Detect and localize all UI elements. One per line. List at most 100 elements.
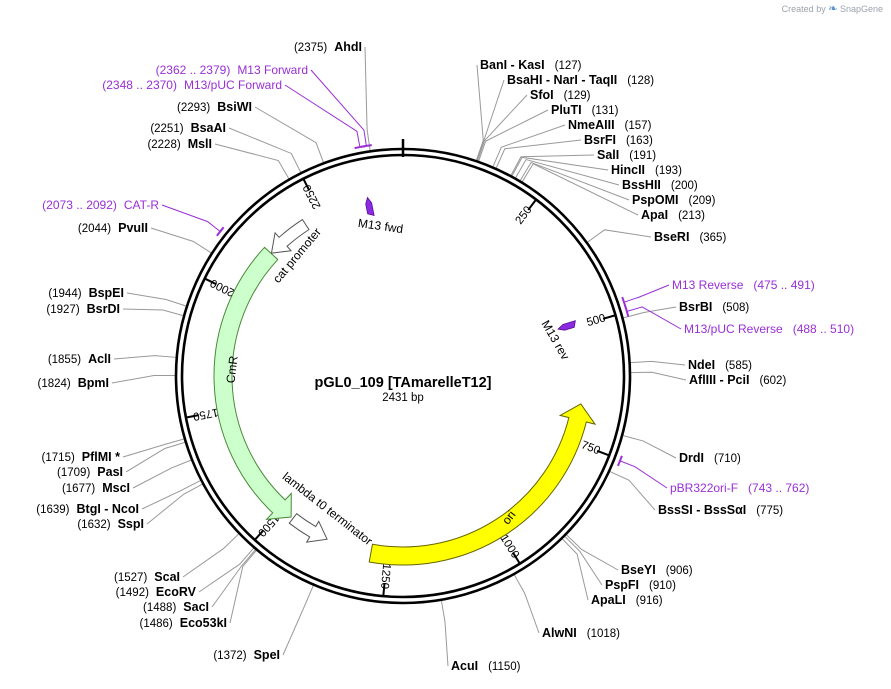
site-name: AclI (88, 352, 111, 366)
site-position: (129) (564, 90, 591, 102)
connector-line (214, 143, 290, 179)
connector-line (515, 158, 620, 186)
connector-line (111, 375, 176, 384)
site-position: (775) (756, 505, 783, 517)
site-name: BssHII (622, 178, 661, 192)
site-position: (1715) (42, 452, 75, 464)
primer-site-mark (624, 305, 630, 317)
ori-arrow (368, 403, 597, 566)
site-position: (2228) (147, 139, 180, 151)
tick-mark (205, 278, 217, 286)
tick-label: 250 (513, 204, 534, 227)
connector-line (284, 84, 361, 148)
site-name: Eco53kI (180, 616, 227, 630)
site-name: SpeI (254, 648, 280, 662)
site-name: PvuII (118, 221, 148, 235)
tick-label: 750 (579, 439, 601, 457)
site-name: BsiWI (217, 100, 252, 114)
connector-line (562, 538, 589, 601)
site-position: (710) (714, 453, 741, 465)
connector-line (519, 161, 630, 201)
site-name: BssSI - BssSαI (658, 503, 746, 517)
site-name: PspOMI (632, 193, 679, 207)
site-name: M13 Reverse (672, 278, 744, 292)
site-position: (1527) (114, 572, 147, 584)
connector-line (623, 284, 670, 303)
site-position: (1855) (48, 354, 81, 366)
connector-line (211, 549, 256, 608)
site-name: pBR322ori-F (670, 481, 738, 495)
site-labels: BanI - KasI(127)BsaHI - NarI - TaqII(128… (36, 40, 854, 673)
connector-line (126, 292, 187, 307)
terminator-arrow (288, 512, 328, 543)
site-name: CAT-R (124, 198, 159, 212)
connector-line (310, 69, 367, 146)
site-name: SfoI (530, 88, 554, 102)
site-name: SalI (597, 148, 619, 162)
site-name: BsaAI (191, 121, 226, 135)
site-name: NmeAIII (568, 118, 615, 132)
site-name: PluTI (551, 103, 582, 117)
connector-line (132, 459, 192, 489)
connector-line (622, 435, 677, 459)
site-name: AcuI (451, 659, 478, 673)
terminator-label: lambda t0 terminator (280, 469, 375, 548)
connector-line (364, 46, 371, 151)
site-name: BtgI - NcoI (77, 502, 140, 516)
site-name: AlwNI (542, 626, 577, 640)
site-name: AflIII - PciI (689, 373, 749, 387)
site-name: PspFI (605, 578, 639, 592)
cmr-label: CmR (223, 355, 240, 384)
tick-label: 2250 (301, 182, 323, 210)
connector-line (513, 574, 540, 634)
site-position: (1018) (587, 628, 620, 640)
site-name: AhdI (334, 40, 362, 54)
site-position: (1632) (77, 519, 110, 531)
site-position: (200) (671, 180, 698, 192)
connector-line (182, 533, 239, 578)
connector-line (587, 229, 652, 243)
site-position: (213) (678, 210, 705, 222)
site-name: M13/pUC Reverse (684, 322, 783, 336)
site-position: (1709) (57, 467, 90, 479)
site-position: (193) (655, 165, 682, 177)
site-name: BanI - KasI (480, 58, 545, 72)
connector-line (198, 547, 254, 593)
tick-mark (596, 449, 609, 457)
site-position: (1639) (36, 504, 69, 516)
site-position: (365) (699, 232, 726, 244)
tick-label: 500 (585, 312, 607, 329)
connector-line (228, 127, 302, 173)
connector-line (146, 483, 203, 525)
site-position: (1486) (139, 618, 172, 630)
m13-fwd-label: M13 fwd (357, 216, 404, 236)
connector-line (122, 438, 185, 458)
connector-line (511, 156, 609, 177)
connector-line (440, 600, 449, 667)
site-position: (1372) (213, 650, 246, 662)
tick-label: 1250 (378, 563, 392, 590)
site-position: (2293) (177, 102, 210, 114)
site-name: PasI (97, 465, 123, 479)
connector-line (626, 306, 682, 330)
site-position: (1944) (48, 288, 81, 300)
site-position: (2348 .. 2370) (102, 78, 177, 92)
connector-line (113, 355, 176, 360)
site-name: SacI (183, 600, 209, 614)
site-position: (743 .. 762) (748, 481, 809, 495)
site-name: DrdI (679, 451, 704, 465)
plasmid-title: pGL0_109 [TAmarelleT12] (314, 375, 491, 391)
connector-line (609, 471, 656, 511)
site-position: (131) (592, 105, 619, 117)
site-position: (157) (625, 120, 652, 132)
tick-mark (186, 414, 199, 419)
site-name: BseRI (654, 230, 689, 244)
connector-line (619, 460, 668, 489)
site-position: (2044) (78, 223, 111, 235)
connector-line (141, 480, 201, 510)
connector-line (510, 154, 595, 176)
site-position: (508) (722, 302, 749, 314)
site-position: (475 .. 491) (753, 278, 814, 292)
site-position: (906) (666, 565, 693, 577)
